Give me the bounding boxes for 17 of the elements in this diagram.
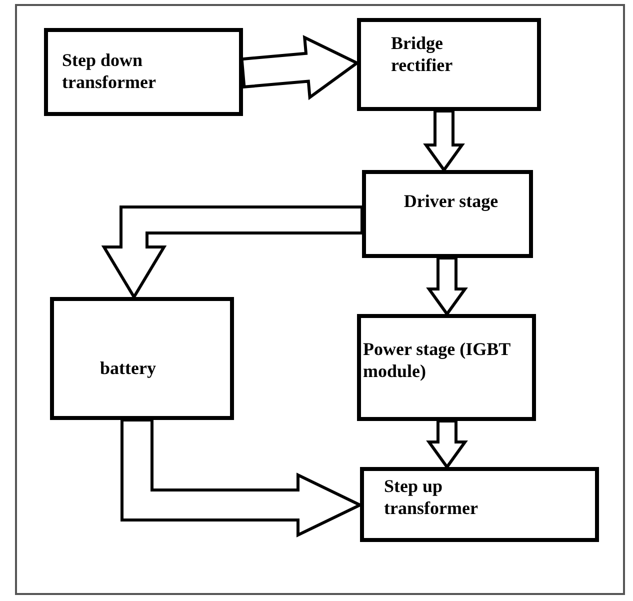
box-label: Power stage (IGBT module) [363,338,512,382]
box-label: Driver stage [402,190,500,212]
block-arrow [101,206,364,300]
process-box [357,18,541,111]
block-arrow [423,110,465,173]
box-label: Bridge rectifier [391,32,454,76]
box-label: Step down transformer [62,49,157,93]
process-box [50,297,234,420]
process-box [360,467,599,542]
process-box [357,314,536,421]
process-box [362,170,533,258]
block-arrow [426,420,468,470]
process-box [44,28,243,116]
box-label: battery [100,357,157,379]
box-label: Step up transformer [384,475,479,519]
block-arrow [426,256,468,317]
block-arrow [240,35,360,100]
